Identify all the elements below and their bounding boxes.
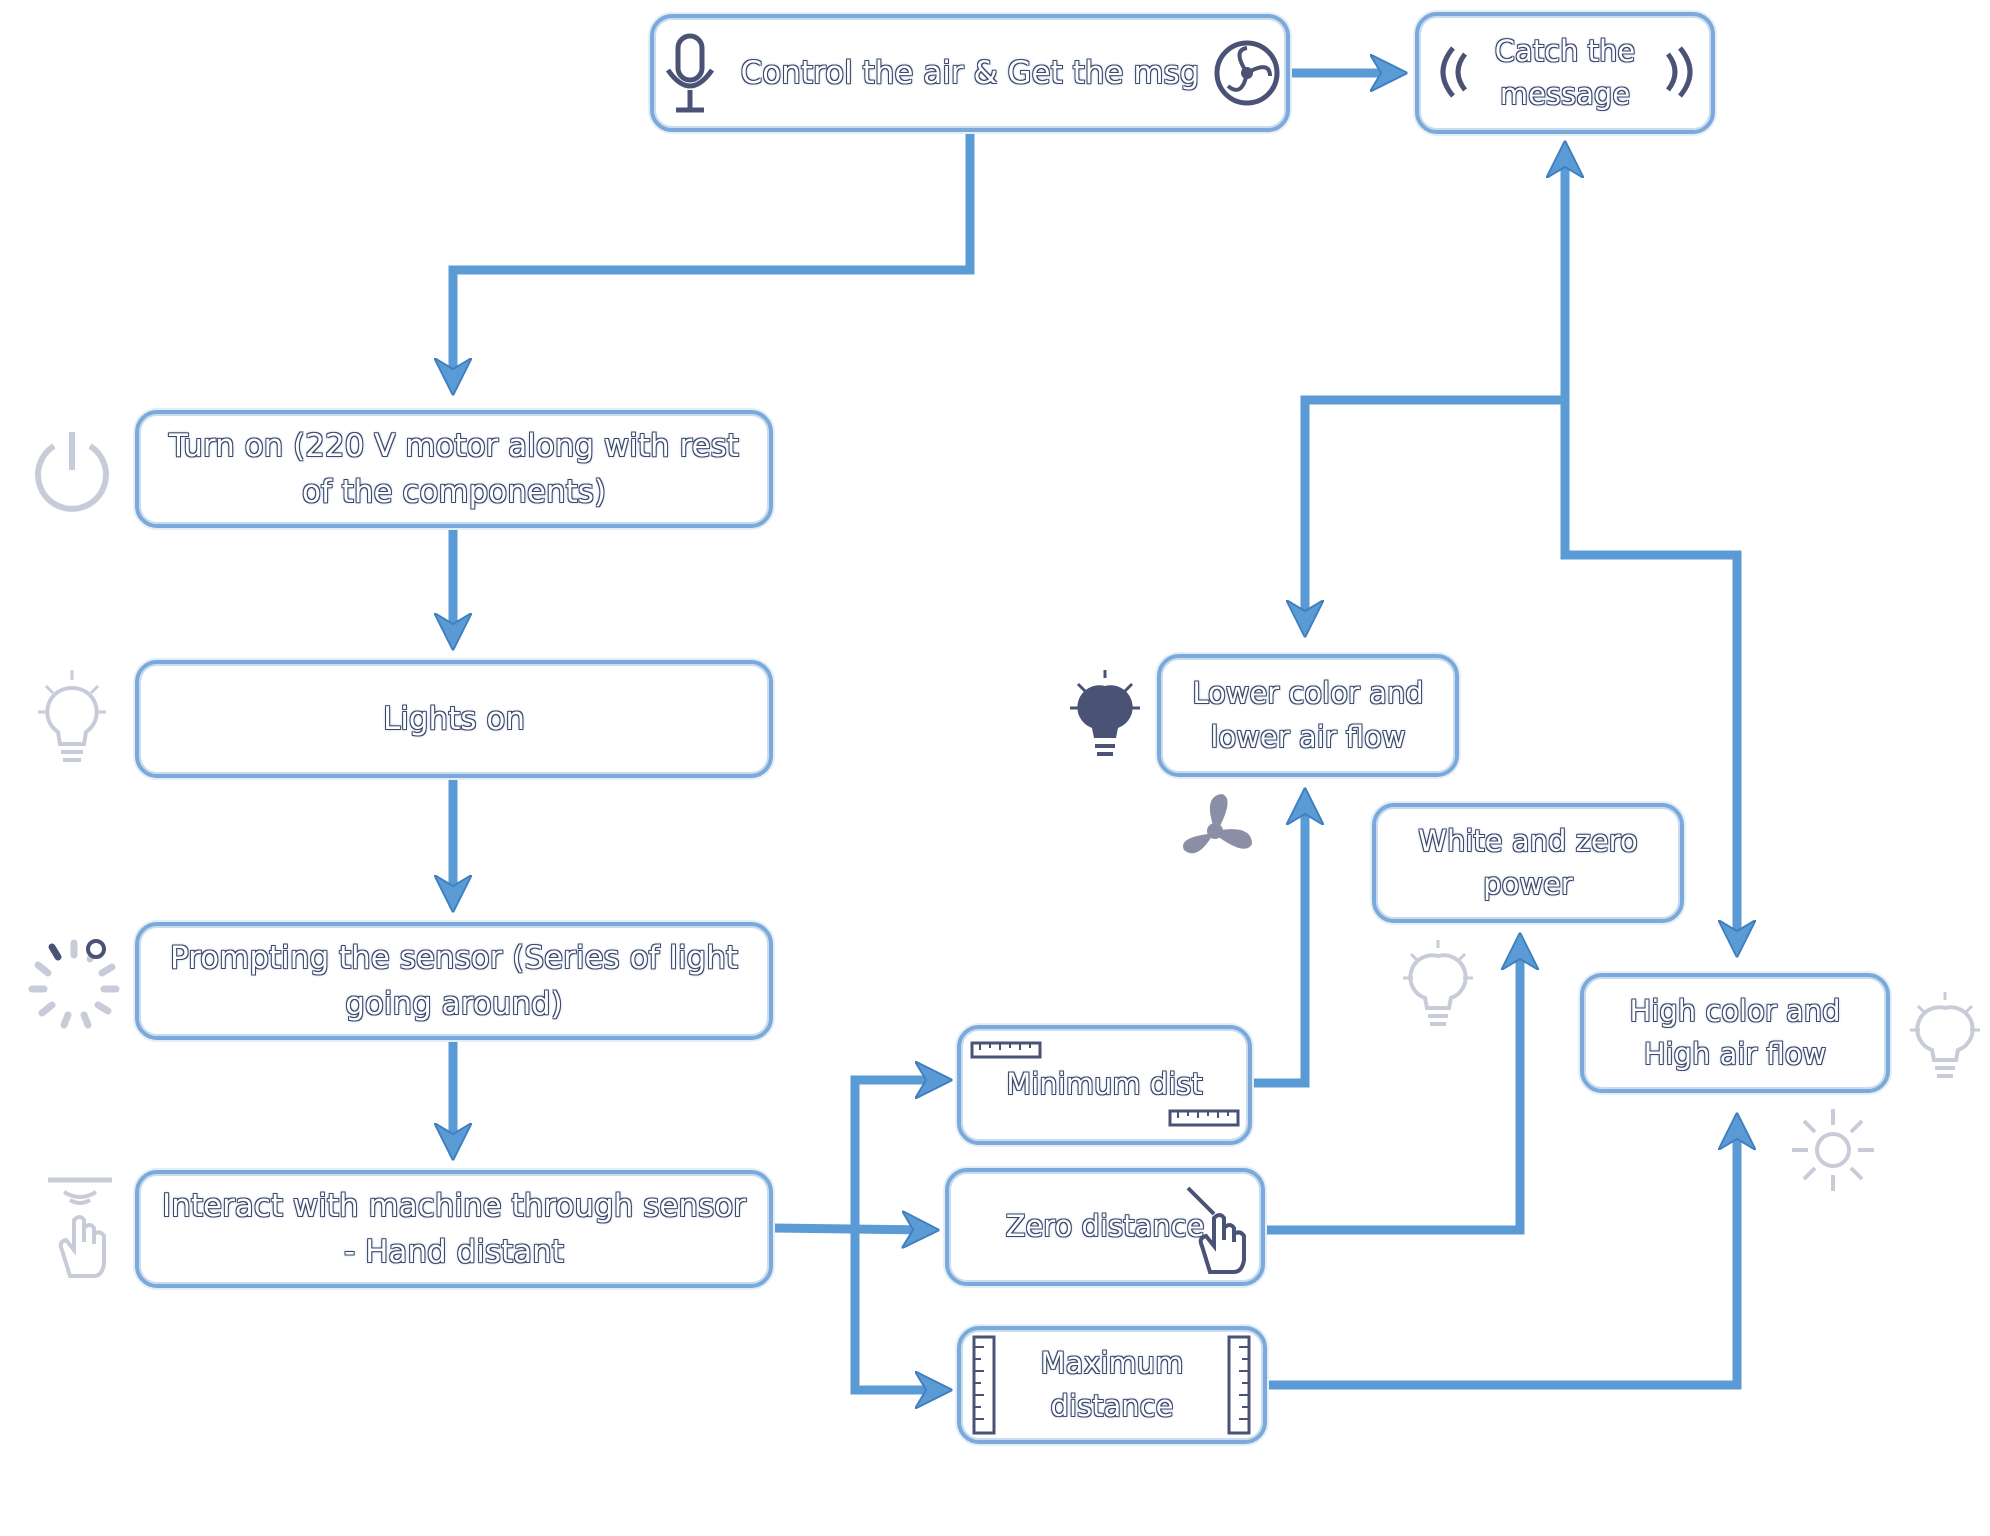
node-high-color-label: High color and High air flow (1629, 993, 1841, 1072)
node-turn-on: Turn on (220 V motor along with rest of … (135, 410, 773, 528)
node-lower-color: Lower color and lower air flow (1157, 654, 1459, 777)
touch-hand-icon (1186, 1186, 1246, 1274)
connector-interact-to-maximum (850, 1228, 945, 1390)
ruler-min-bottom-icon (1168, 1109, 1240, 1127)
connector-interact-to-minimum (850, 1080, 945, 1228)
node-prompting-sensor: Prompting the sensor (Series of light go… (135, 922, 773, 1040)
connector-zero-to-white (1264, 940, 1520, 1235)
node-white-zero-power-label: White and zero power (1418, 823, 1638, 902)
lightbulb-white-icon (1403, 940, 1473, 1026)
connector-maximum-to-high (1267, 1120, 1737, 1390)
sun-icon (1792, 1109, 1874, 1191)
node-catch-message: Catch the message (1415, 12, 1715, 134)
connector-minimum-to-lower (1252, 795, 1305, 1088)
fan-icon (1214, 40, 1280, 106)
connector-junction-to-lower (1305, 395, 1565, 630)
node-interact-sensor-label: Interact with machine through sensor - H… (162, 1187, 746, 1271)
node-minimum-dist-label: Minimum dist (1006, 1067, 1203, 1102)
signal-waves-left-icon (1440, 46, 1468, 98)
node-interact-sensor: Interact with machine through sensor - H… (135, 1170, 773, 1288)
lightbulb-high-icon (1910, 992, 1980, 1078)
ruler-max-right-icon (1227, 1335, 1251, 1435)
node-white-zero-power: White and zero power (1372, 803, 1684, 923)
lightbulb-lower-icon (1070, 670, 1140, 756)
fan-blades-icon (1183, 794, 1252, 854)
loading-spinner-icon (28, 939, 120, 1029)
signal-waves-right-icon (1665, 46, 1693, 98)
node-maximum-distance-label: Maximum distance (1040, 1345, 1184, 1424)
power-icon (35, 432, 109, 512)
node-prompting-sensor-label: Prompting the sensor (Series of light go… (169, 939, 739, 1023)
node-lights-on: Lights on (135, 660, 773, 778)
node-control-air-label: Control the air & Get the msg (740, 54, 1200, 91)
ruler-min-top-icon (970, 1041, 1042, 1059)
ruler-max-left-icon (972, 1335, 996, 1435)
connector-junction-to-high (1560, 400, 1737, 950)
node-turn-on-label: Turn on (220 V motor along with rest of … (169, 427, 739, 511)
lightbulb-icon (38, 670, 106, 762)
node-lower-color-label: Lower color and lower air flow (1192, 676, 1424, 754)
node-catch-message-label: Catch the message (1494, 33, 1636, 112)
node-high-color: High color and High air flow (1580, 973, 1890, 1093)
node-maximum-distance: Maximum distance (957, 1326, 1267, 1444)
node-zero-distance-label: Zero distance (1005, 1209, 1205, 1244)
node-lights-on-label: Lights on (383, 700, 525, 737)
hand-sensor-icon (48, 1177, 112, 1278)
connector-control-to-turn-on (453, 132, 975, 388)
node-control-air: Control the air & Get the msg (650, 14, 1290, 132)
microphone-icon (665, 33, 715, 113)
